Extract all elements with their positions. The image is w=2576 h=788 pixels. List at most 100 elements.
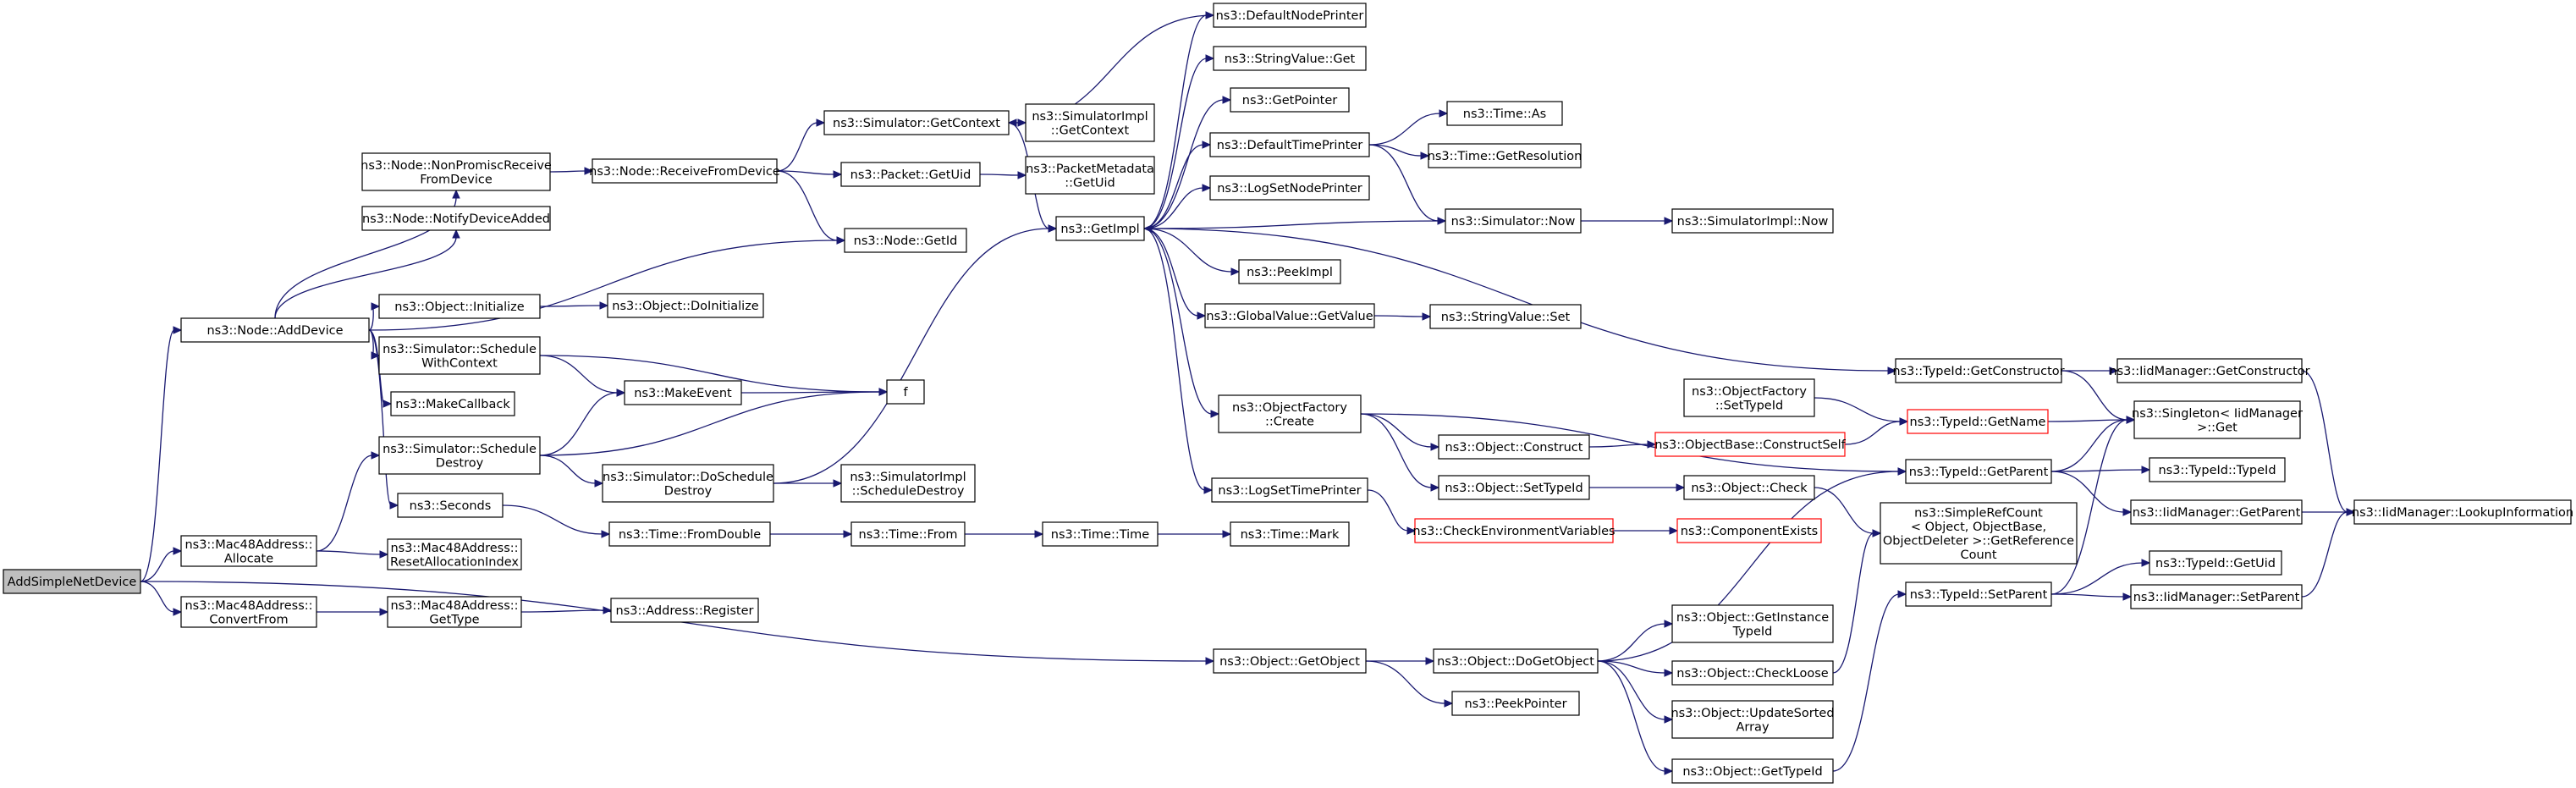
- node-makeCb[interactable]: ns3::MakeCallback: [390, 391, 515, 416]
- node-label: ns3::StringValue::Set: [1441, 311, 1571, 324]
- node-implGetCtx[interactable]: ns3::SimulatorImpl::GetContext: [1025, 103, 1155, 142]
- node-getImpl[interactable]: ns3::GetImpl: [1055, 216, 1145, 241]
- node-label: ns3::IidManager::LookupInformation: [2352, 506, 2573, 520]
- node-objConstruct[interactable]: ns3::Object::Construct: [1438, 434, 1590, 460]
- node-box: [608, 521, 771, 547]
- node-getId[interactable]: ns3::Node::GetId: [844, 228, 967, 253]
- node-seconds[interactable]: ns3::Seconds: [397, 493, 504, 518]
- node-box: [2149, 550, 2282, 576]
- node-implNow[interactable]: ns3::SimulatorImpl::Now: [1671, 208, 1834, 234]
- edge-line: [1368, 144, 1423, 157]
- node-getObject[interactable]: ns3::Object::GetObject: [1213, 648, 1367, 674]
- node-tidGetName[interactable]: ns3::TypeId::GetName: [1907, 409, 2049, 434]
- node-getPointer[interactable]: ns3::GetPointer: [1230, 87, 1350, 113]
- node-doGetObject[interactable]: ns3::Object::DoGetObject: [1433, 648, 1599, 674]
- node-timeGetRes[interactable]: ns3::Time::GetResolution: [1428, 143, 1582, 168]
- node-iidLookup[interactable]: ns3::IidManager::LookupInformation: [2352, 499, 2573, 525]
- node-tidTypeId[interactable]: ns3::TypeId::TypeId: [2149, 457, 2286, 482]
- node-checkEnv[interactable]: ns3::CheckEnvironmentVariables: [1412, 518, 1616, 543]
- node-macGetType[interactable]: ns3::Mac48Address::GetType: [387, 596, 522, 628]
- edge-arrowhead: [1430, 443, 1440, 451]
- node-packetGetUid[interactable]: ns3::Packet::GetUid: [840, 162, 981, 187]
- node-defTimePrinter[interactable]: ns3::DefaultTimePrinter: [1209, 132, 1370, 157]
- node-tidGetCtor[interactable]: ns3::TypeId::GetConstructor: [1892, 358, 2065, 383]
- edge-line: [1844, 421, 1902, 445]
- node-simGetCtx[interactable]: ns3::Simulator::GetContext: [823, 110, 1010, 135]
- node-label: GetType: [429, 613, 479, 626]
- node-implSchedDestroy[interactable]: ns3::SimulatorImpl::ScheduleDestroy: [840, 464, 976, 503]
- node-strValGet[interactable]: ns3::StringValue::Get: [1213, 46, 1367, 71]
- edge-line: [1597, 660, 1666, 772]
- node-strValSet[interactable]: ns3::StringValue::Set: [1429, 304, 1582, 329]
- node-peekImpl[interactable]: ns3::PeekImpl: [1238, 259, 1341, 284]
- node-iidSetParent[interactable]: ns3::IidManager::SetParent: [2130, 584, 2303, 609]
- node-label: ns3::Simulator::Schedule: [383, 443, 537, 456]
- node-constructSelf[interactable]: ns3::ObjectBase::ConstructSelf: [1654, 432, 1847, 457]
- edge-line: [274, 236, 457, 319]
- node-macAlloc[interactable]: ns3::Mac48Address::Allocate: [180, 535, 317, 567]
- node-macConv[interactable]: ns3::Mac48Address::ConvertFrom: [180, 596, 317, 628]
- node-defNodePrinter[interactable]: ns3::DefaultNodePrinter: [1213, 3, 1367, 28]
- node-logSetTime[interactable]: ns3::LogSetTimePrinter: [1211, 477, 1368, 503]
- node-resetAlloc[interactable]: ns3::Mac48Address::ResetAllocationIndex: [387, 538, 522, 570]
- node-f[interactable]: f: [886, 379, 925, 405]
- node-timeAs[interactable]: ns3::Time::As: [1446, 101, 1563, 126]
- node-schedDestroy[interactable]: ns3::Simulator::ScheduleDestroy: [378, 436, 541, 475]
- node-checkLoose[interactable]: ns3::Object::CheckLoose: [1671, 660, 1834, 686]
- node-box: [602, 464, 774, 503]
- node-label: ns3::TypeId::GetConstructor: [1892, 365, 2064, 378]
- node-notify[interactable]: ns3::Node::NotifyDeviceAdded: [361, 206, 551, 231]
- edge-makeEvent-to-f: [740, 388, 889, 396]
- node-root[interactable]: AddSimpleNetDevice: [3, 569, 141, 594]
- node-objSetTypeId[interactable]: ns3::Object::SetTypeId: [1438, 475, 1590, 500]
- node-objCheck[interactable]: ns3::Object::Check: [1683, 475, 1815, 500]
- edge-checkLoose-to-simpleRef: [1832, 529, 1882, 674]
- node-iidGetCtor[interactable]: ns3::IidManager::GetConstructor: [2109, 358, 2310, 383]
- edge-line: [539, 355, 881, 393]
- node-pmGetUid[interactable]: ns3::PacketMetadata::GetUid: [1025, 156, 1155, 195]
- node-fromDouble[interactable]: ns3::Time::FromDouble: [608, 521, 771, 547]
- node-label: ns3::Object::CheckLoose: [1676, 667, 1828, 681]
- edge-objInit-to-doInit: [539, 301, 609, 310]
- node-objGetTypeId[interactable]: ns3::Object::GetTypeId: [1671, 758, 1834, 784]
- node-singletonGet[interactable]: ns3::Singleton< IidManager>::Get: [2132, 400, 2303, 439]
- edge-receiveFrom-to-getId: [776, 170, 846, 245]
- node-peekPointer[interactable]: ns3::PeekPointer: [1451, 691, 1580, 716]
- node-gvGetValue[interactable]: ns3::GlobalValue::GetValue: [1204, 303, 1375, 328]
- node-box: [2149, 457, 2286, 482]
- node-box: [840, 464, 976, 503]
- node-ofSetTypeId[interactable]: ns3::ObjectFactory::SetTypeId: [1683, 378, 1815, 417]
- node-receiveFrom[interactable]: ns3::Node::ReceiveFromDevice: [589, 158, 780, 184]
- node-tidSetParent[interactable]: ns3::TypeId::SetParent: [1905, 581, 2052, 607]
- edge-arrowhead: [616, 388, 626, 397]
- node-ofCreate[interactable]: ns3::ObjectFactory::Create: [1218, 394, 1362, 433]
- node-box: [390, 391, 515, 416]
- edge-line: [1143, 228, 1206, 491]
- node-tidGetUid[interactable]: ns3::TypeId::GetUid: [2149, 550, 2282, 576]
- node-timeMark[interactable]: ns3::Time::Mark: [1230, 521, 1350, 547]
- node-timeFrom[interactable]: ns3::Time::From: [850, 521, 966, 547]
- node-label: AddSimpleNetDevice: [8, 576, 137, 589]
- edge-line: [316, 455, 373, 552]
- node-objInit[interactable]: ns3::Object::Initialize: [378, 294, 541, 319]
- node-addDevice[interactable]: ns3::Node::AddDevice: [180, 317, 370, 343]
- node-timeTime[interactable]: ns3::Time::Time: [1042, 521, 1159, 547]
- edge-line: [1368, 144, 1439, 222]
- node-logSetNode[interactable]: ns3::LogSetNodePrinter: [1209, 175, 1370, 201]
- node-tidGetParent[interactable]: ns3::TypeId::GetParent: [1905, 459, 2052, 484]
- node-makeEvent[interactable]: ns3::MakeEvent: [624, 380, 742, 405]
- node-addrRegister[interactable]: ns3::Address::Register: [610, 598, 759, 623]
- node-compExists[interactable]: ns3::ComponentExists: [1676, 518, 1822, 543]
- edge-arrowhead: [1048, 224, 1058, 233]
- node-doInit[interactable]: ns3::Object::DoInitialize: [607, 293, 764, 318]
- edge-arrowhead: [389, 501, 399, 510]
- node-simpleRef[interactable]: ns3::SimpleRefCount< Object, ObjectBase,…: [1880, 502, 2078, 565]
- node-simNow[interactable]: ns3::Simulator::Now: [1445, 208, 1582, 234]
- node-iidGetParent[interactable]: ns3::IidManager::GetParent: [2130, 499, 2303, 525]
- edge-line: [539, 392, 619, 456]
